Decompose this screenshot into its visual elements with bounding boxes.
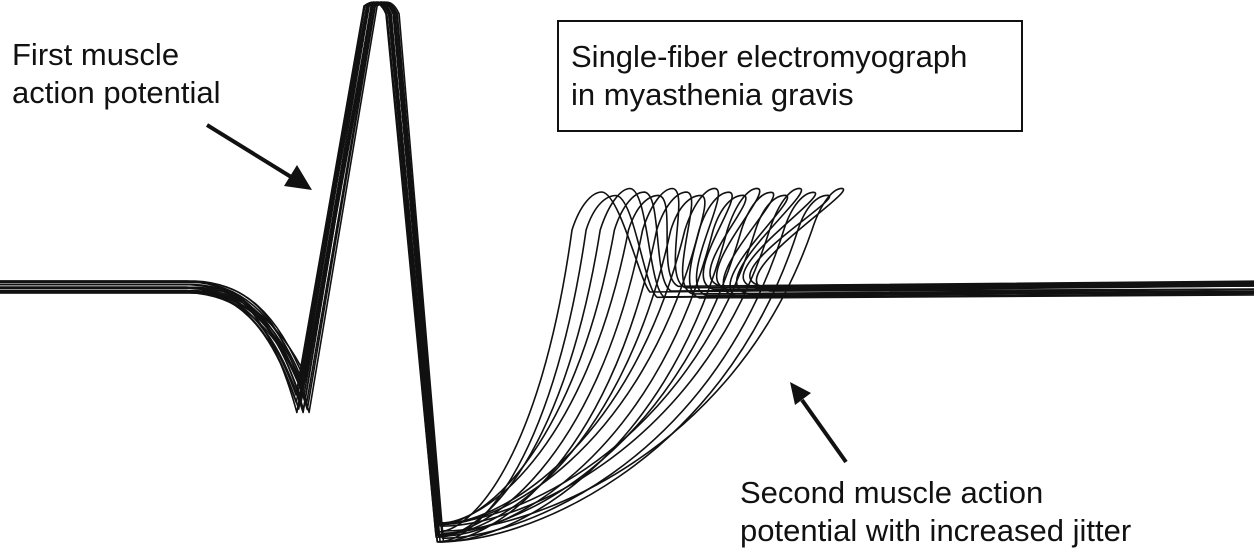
emg-trace <box>0 1 1254 526</box>
emg-trace <box>0 1 1254 539</box>
emg-trace <box>0 1 1254 526</box>
second-label-line2: potential with increased jitter <box>740 513 1132 548</box>
title-line2: in myasthenia gravis <box>571 77 854 112</box>
emg-trace <box>0 1 1254 524</box>
emg-trace <box>0 1 1254 538</box>
first-label-line1: First muscle <box>12 37 180 72</box>
first-label-line2: action potential <box>12 75 221 110</box>
first-action-potential-label: First muscle action potential <box>12 36 221 112</box>
emg-trace <box>0 1 1254 532</box>
arrow-first-shaft <box>205 123 298 182</box>
arrow-second-head <box>790 382 811 405</box>
arrow-second-shaft <box>800 398 848 464</box>
emg-trace <box>0 1 1254 533</box>
arrow-first-head <box>284 165 312 190</box>
title-box: Single-fiber electromyograph in myasthen… <box>557 20 1023 132</box>
title-line1: Single-fiber electromyograph <box>571 39 968 74</box>
second-action-potential-label: Second muscle action potential with incr… <box>740 474 1131 550</box>
second-label-line1: Second muscle action <box>740 475 1044 510</box>
annotation-arrows <box>205 123 848 464</box>
